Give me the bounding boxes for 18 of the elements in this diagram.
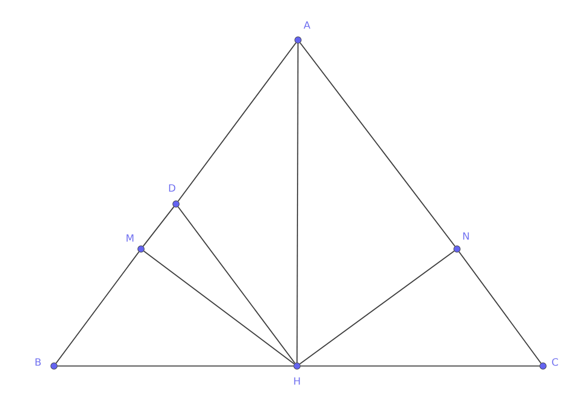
segment (58, 365, 294, 367)
segment (458, 252, 542, 364)
point-label: C (552, 358, 558, 366)
segment (178, 42, 296, 202)
segment (300, 365, 540, 367)
segment (300, 42, 456, 247)
segment (56, 251, 140, 364)
point-label: N (463, 232, 469, 240)
segment (143, 250, 295, 364)
point-label: D (169, 184, 176, 192)
segment (300, 250, 454, 364)
segment (296, 44, 299, 362)
point-label: H (294, 377, 300, 385)
segment (142, 206, 174, 247)
point-label: B (36, 358, 41, 366)
point-label: A (304, 21, 310, 29)
segment (178, 206, 296, 364)
point-label: M (126, 234, 134, 242)
